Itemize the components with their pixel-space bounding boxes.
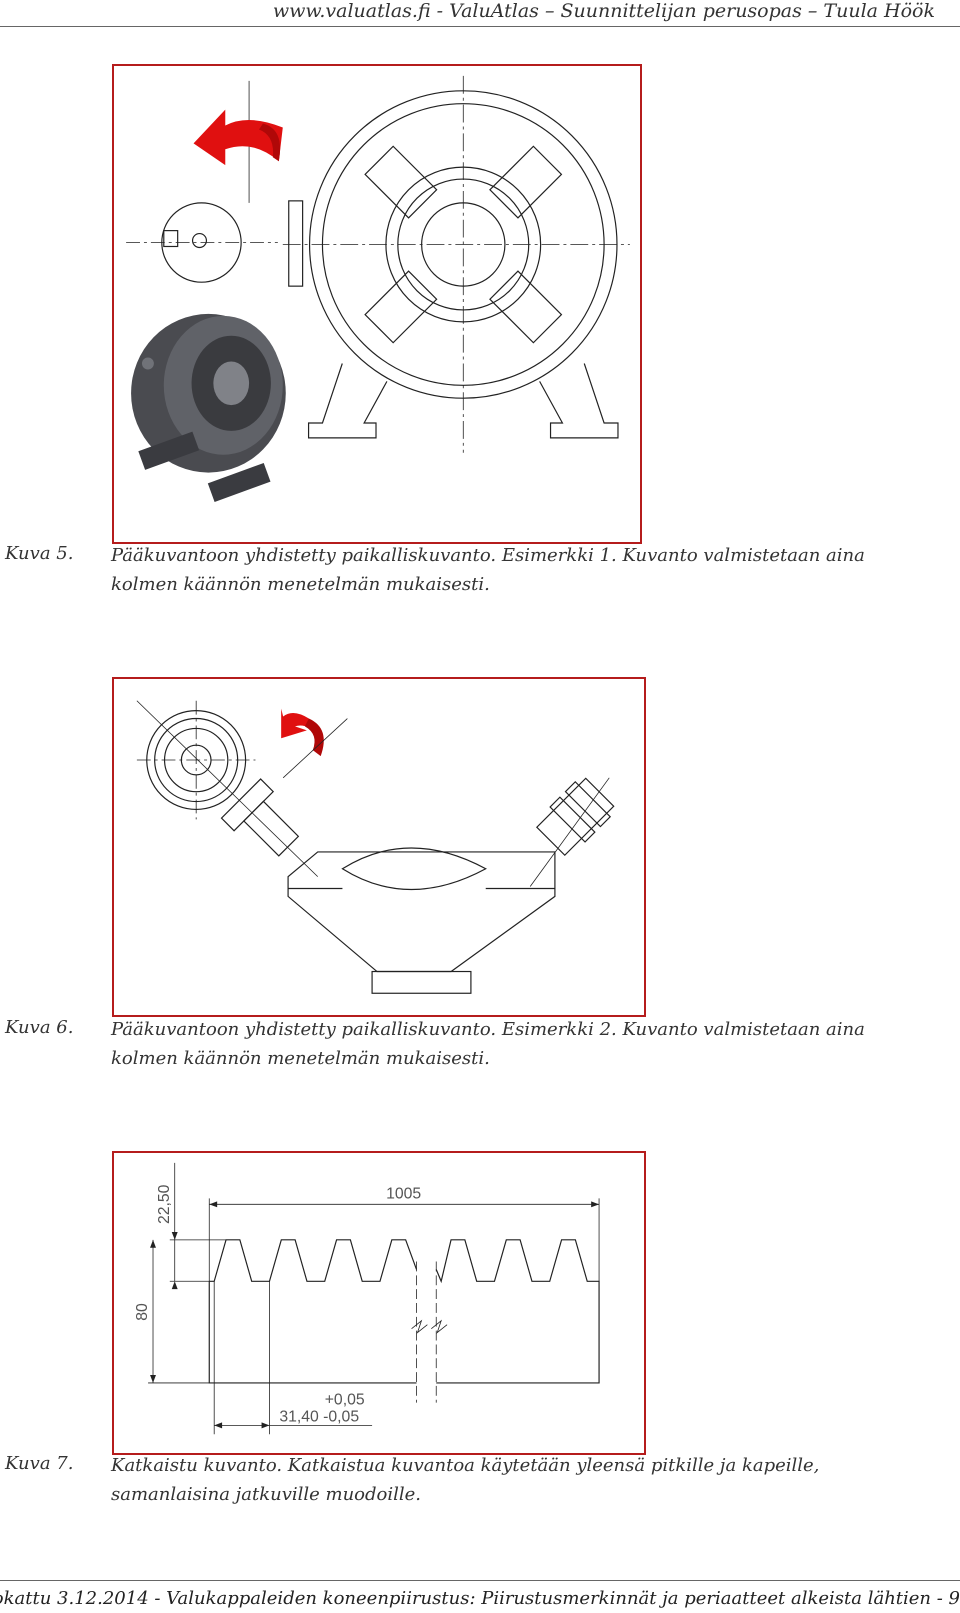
figure-5-label: Kuva 5.: [5, 543, 74, 564]
page-header: www.valuatlas.fi - ValuAtlas – Suunnitte…: [272, 0, 935, 22]
figure-7-drawing: 1005 22,50 80 +0,05 31,40 -0,05: [112, 1151, 646, 1455]
tol-upper: +0,05: [325, 1392, 365, 1409]
figure-7-label: Kuva 7.: [5, 1453, 74, 1474]
figure-6-caption: Pääkuvantoon yhdistetty paikalliskuvanto…: [111, 1019, 865, 1069]
gear-rack-drawing: 1005 22,50 80 +0,05 31,40 -0,05: [134, 1162, 600, 1435]
figure-6-label: Kuva 6.: [5, 1017, 74, 1038]
dim-tooth: 22,50: [156, 1184, 173, 1224]
rotation-arrow-icon: [281, 708, 348, 779]
page-footer: Muokattu 3.12.2014 - Valukappaleiden kon…: [0, 1588, 960, 1609]
figure-5-caption: Pääkuvantoon yhdistetty paikalliskuvanto…: [111, 545, 865, 595]
header-rule: [0, 26, 960, 27]
footer-rule: [0, 1580, 960, 1581]
part-3d-render: [131, 313, 286, 502]
figure-6-drawing: [112, 677, 646, 1017]
dim-pitch: 31,40 -0,05: [279, 1408, 359, 1425]
rotation-arrow-icon: [193, 109, 283, 166]
dim-height: 80: [134, 1303, 151, 1321]
machine-flange-drawing: [126, 75, 630, 502]
figure-5-drawing: [112, 64, 642, 544]
figure-7-caption: Katkaistu kuvanto. Katkaistua kuvantoa k…: [111, 1455, 820, 1505]
dim-length: 1005: [386, 1185, 421, 1202]
pipe-fitting-drawing: [136, 700, 615, 994]
